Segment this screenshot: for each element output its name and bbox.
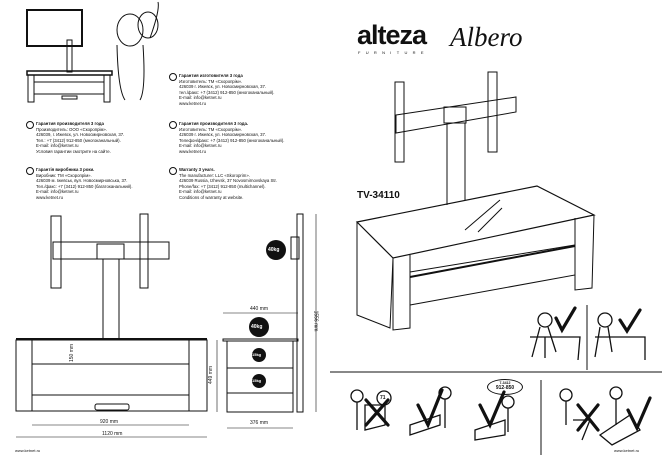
model-number: TV-34110 — [357, 190, 400, 201]
weight-badge: 40kg — [251, 324, 263, 330]
contact-line: E-mail: info@ketnet.ru — [36, 189, 79, 195]
contact-line: Изготовитель: ТМ «Скоропрім». — [179, 78, 243, 84]
brand-subline: FURNITURE — [358, 50, 429, 55]
check-icon — [554, 306, 577, 334]
contact-block: Warranty 3 years.The manufacturer: LLC «… — [169, 167, 311, 201]
contact-line: Гарантия производителя 3 года — [36, 121, 104, 126]
flag-icon — [169, 121, 177, 129]
contact-block: Гарантія виробника 3 роки.Виробник: ТМ «… — [26, 167, 168, 201]
contact-line: E-mail: info@ketnet.ru — [36, 143, 79, 149]
contact-line: Производитель: ООО «Скоропрім». — [36, 126, 107, 132]
check-icon — [618, 308, 642, 335]
flag-icon — [26, 121, 34, 129]
collection-name: Albero — [450, 22, 523, 52]
check-cross-marks — [364, 306, 652, 432]
contact-line: Гарантия производителя 3 года. — [179, 121, 249, 126]
contact-line: Conditions of warranty at website. — [179, 194, 244, 200]
tv-cabinet-illustration — [26, 1, 159, 103]
contact-line: тел./факс: +7 (3412) 912-850 (многоканал… — [179, 89, 275, 95]
phone-bubble: 7-3412 912-850 — [487, 379, 523, 395]
brand-logo: alteza — [357, 20, 427, 50]
contact-line: Виробник: ТМ «Скоропрім». — [36, 172, 92, 178]
flag-icon — [26, 167, 34, 175]
isometric-drawing — [330, 71, 662, 455]
dimension-total-height: 1556 mm — [312, 310, 319, 332]
contact-line: E-mail: info@ketnet.ru — [179, 189, 222, 195]
front-view-drawing — [15, 213, 208, 438]
contact-line: E-mail: info@ketnet.ru — [179, 143, 222, 149]
dimension-shelf-height: 150 mm — [69, 343, 76, 363]
dimension-inner-width: 920 mm — [100, 419, 119, 425]
phone-number: 912-850 — [495, 385, 515, 391]
contact-line: www.ketnet.ru — [179, 100, 206, 106]
contact-line: www.ketnet.ru — [36, 194, 63, 200]
contact-line: 426039 г. Ижевск, ул. Новосмирновская, 3… — [179, 132, 267, 138]
assist-counter: 71 — [380, 395, 386, 401]
contact-line: 426039 м. Іжевськ, вул. Новосмирновська,… — [36, 178, 128, 184]
contact-block: Гарантия производителя 3 года.Изготовите… — [169, 121, 311, 155]
dimension-cabinet-height: 449 mm — [208, 365, 215, 385]
dimension-total-width: 1120 mm — [102, 431, 123, 437]
contact-line: 426039, г. Ижевск, ул. Новосмирновская, … — [36, 132, 125, 138]
contact-line: Phone/fax: +7 (3412) 912-850 (multichann… — [179, 183, 266, 189]
contact-line: Гарантія виробника 3 роки. — [36, 167, 95, 172]
footer-url-left[interactable]: www.ketnet.ru — [15, 448, 41, 453]
weight-badges — [249, 240, 286, 388]
check-icon — [626, 396, 652, 432]
flag-icon — [169, 167, 177, 175]
check-icon — [416, 388, 444, 429]
contact-line: Warranty 3 years. — [179, 167, 215, 172]
dimension-depth-top: 440 mm — [250, 306, 269, 312]
side-view-drawing — [216, 213, 317, 429]
contact-line: Условия гарантии смотрите на сайте. — [36, 148, 111, 154]
flag-icon — [169, 73, 177, 81]
check-icon — [478, 390, 506, 429]
footer-url-right[interactable]: www.ketnet.ru — [614, 448, 640, 453]
contact-line: 426039 Russia, Izhevsk, 37 Novosmirnovsk… — [179, 178, 277, 184]
cross-icon — [364, 398, 390, 427]
contact-line: www.ketnet.ru — [179, 148, 206, 154]
contact-line: E-mail: info@ketnet.ru — [179, 95, 222, 101]
contact-line: Тел./факс: +7 (3412) 912-850 (багатокана… — [36, 183, 133, 189]
phone-label: 7-3412 — [499, 381, 511, 385]
cross-icon — [576, 403, 600, 432]
contact-line: Изготовитель: ТМ «Скоропрім». — [179, 126, 243, 132]
dimension-depth-bottom: 376 mm — [250, 420, 269, 426]
weight-badge: 15kg — [252, 352, 262, 357]
contact-line: Гарантия изготовителя 3 года — [179, 73, 243, 78]
contact-line: The manufacturer: LLC «Skoroprim». — [179, 172, 250, 178]
weight-badge: 40kg — [268, 247, 280, 253]
contact-line: 426039 г. Ижевск, ул. Новосмирновская, 3… — [179, 84, 267, 90]
weight-badge: 15kg — [252, 378, 262, 383]
contact-line: Тел.: +7 (3412) 912-850 (многоканальный)… — [36, 137, 121, 143]
contact-line: Телефон/факс: +7 (3412) 912-850 (многока… — [179, 137, 285, 143]
counter-circle — [376, 390, 392, 406]
